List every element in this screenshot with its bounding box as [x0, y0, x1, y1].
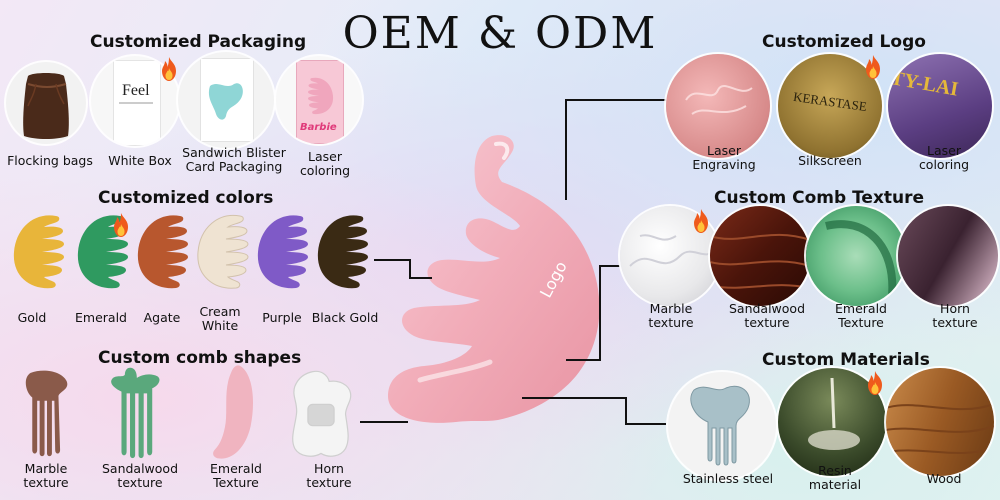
center-comb-product	[388, 135, 600, 423]
color-comb-cream-white	[194, 210, 254, 298]
packaging-label-laser: Laser coloring	[299, 149, 351, 178]
shape-label-1: Marble texture	[23, 461, 69, 490]
shape-label-2: Sandalwood texture	[101, 461, 179, 490]
fire-icon	[690, 208, 712, 234]
fire-icon	[110, 212, 132, 238]
material-stainless-steel-image	[668, 372, 776, 480]
color-comb-agate	[134, 210, 194, 298]
shape-comb-2	[100, 366, 172, 464]
laser-engraving-image	[666, 54, 770, 158]
silkscreen-brand: KERASTASE	[792, 88, 868, 115]
color-comb-purple	[254, 210, 314, 298]
shape-comb-1	[12, 368, 82, 462]
laser-coloring-box-image: Barbie	[276, 56, 362, 144]
materials-title: Custom Materials	[762, 350, 930, 370]
fire-icon	[158, 56, 180, 82]
color-comb-gold	[10, 210, 70, 298]
shape-label-4: Horn texture	[306, 461, 352, 490]
logo-label-laser-coloring: Laser coloring	[918, 143, 970, 172]
material-label-resin: Resin material	[808, 463, 862, 492]
texture-sandalwood-image	[710, 206, 810, 306]
shape-label-3: Emerald Texture	[210, 461, 262, 490]
texture-label-sandalwood: Sandalwood texture	[728, 301, 806, 330]
flocking-bag-image	[6, 62, 86, 144]
material-label-stainless: Stainless steel	[682, 471, 774, 486]
fire-icon	[864, 370, 886, 396]
material-wood-image	[886, 368, 994, 476]
color-label-black-gold: Black Gold	[311, 310, 379, 325]
logo-options-title: Customized Logo	[762, 32, 926, 52]
packaging-title: Customized Packaging	[90, 32, 307, 52]
color-label-agate: Agate	[143, 310, 181, 325]
texture-emerald-image	[806, 206, 906, 306]
color-label-emerald: Emerald	[75, 310, 127, 325]
laser-coloring-logo-image: TY-LAI	[888, 54, 992, 158]
colors-title: Customized colors	[98, 188, 274, 208]
color-label-cream-white: Cream White	[199, 304, 241, 333]
textures-title: Custom Comb Texture	[714, 188, 925, 208]
silkscreen-image: KERASTASE	[778, 54, 882, 158]
fire-icon	[862, 54, 884, 80]
texture-label-emerald: Emerald Texture	[835, 301, 887, 330]
color-comb-black-gold	[314, 210, 374, 298]
texture-label-horn: Horn texture	[932, 301, 978, 330]
packaging-label-flocking: Flocking bags	[7, 153, 93, 168]
packaging-label-white-box: White Box	[108, 153, 172, 168]
logo-label-laser-engraving: Laser Engraving	[692, 143, 756, 172]
page-title: OEM & ODM	[342, 8, 658, 59]
packaging-label-blister: Sandwich Blister Card Packaging	[182, 145, 286, 174]
color-label-purple: Purple	[262, 310, 302, 325]
logo-label-silkscreen: Silkscreen	[798, 153, 862, 168]
shape-comb-4	[286, 370, 356, 464]
material-label-wood: Wood	[926, 471, 962, 486]
sandwich-blister-image	[178, 52, 274, 148]
shape-comb-3	[200, 364, 262, 466]
material-resin-image	[778, 368, 886, 476]
white-box-brand: Feel	[122, 82, 150, 99]
color-label-gold: Gold	[17, 310, 47, 325]
laser-box-brand: Barbie	[300, 122, 337, 133]
shapes-title: Custom comb shapes	[98, 348, 302, 368]
laser-coloring-brand: TY-LAI	[888, 67, 960, 101]
texture-label-marble: Marble texture	[648, 301, 694, 330]
texture-horn-image	[898, 206, 998, 306]
